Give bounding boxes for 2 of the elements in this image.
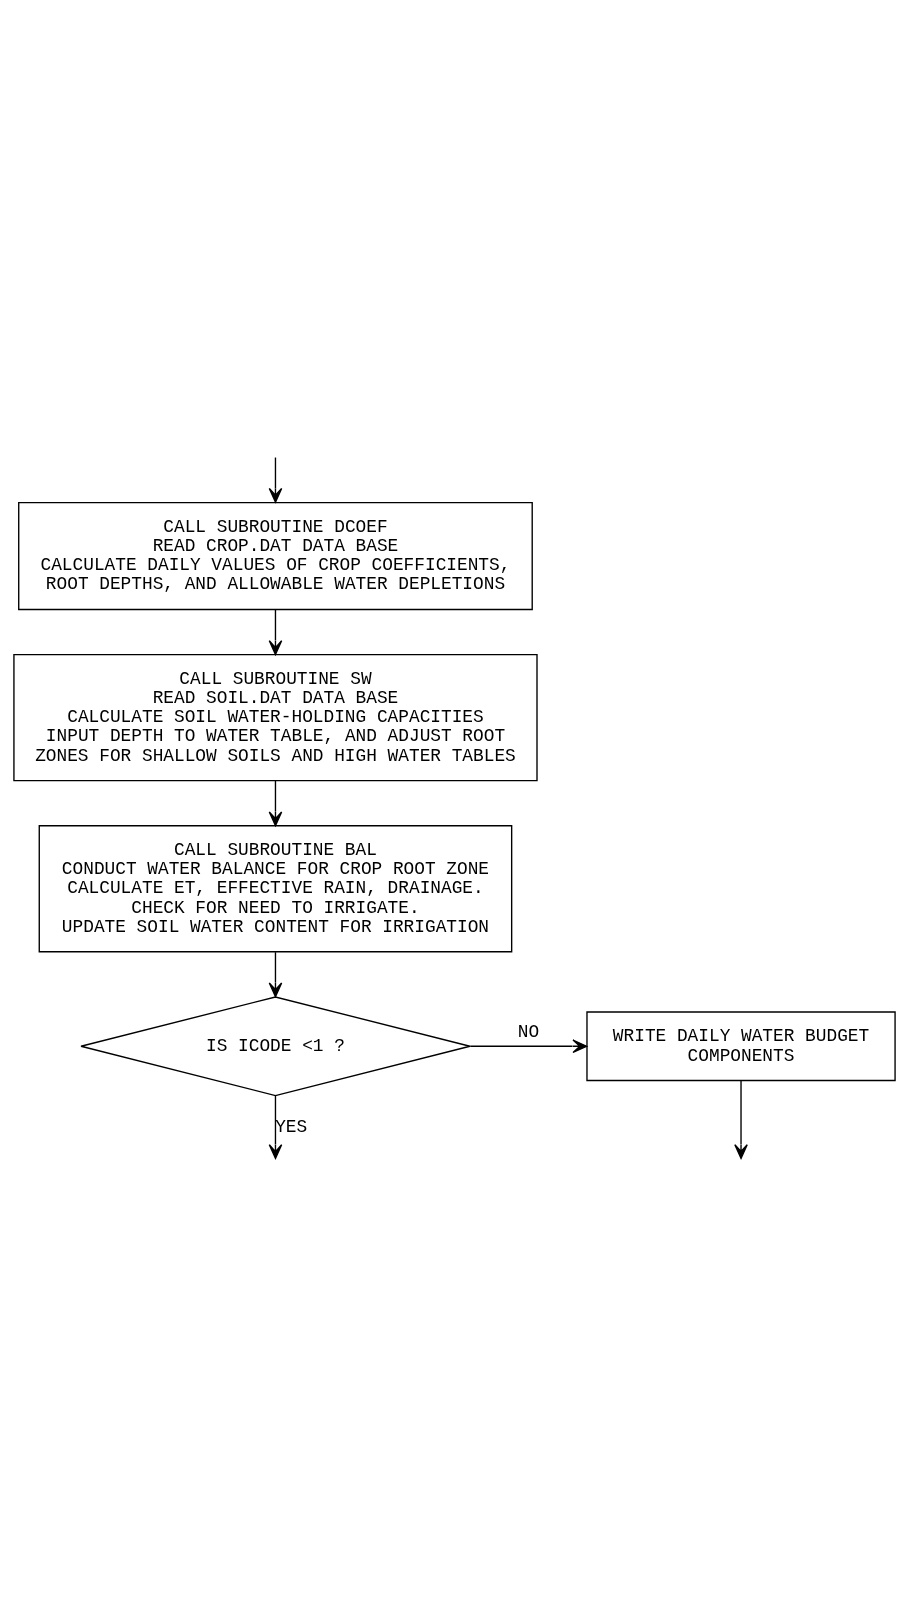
edge-label: YES xyxy=(275,1116,308,1137)
edge-label: NO xyxy=(517,1021,540,1042)
